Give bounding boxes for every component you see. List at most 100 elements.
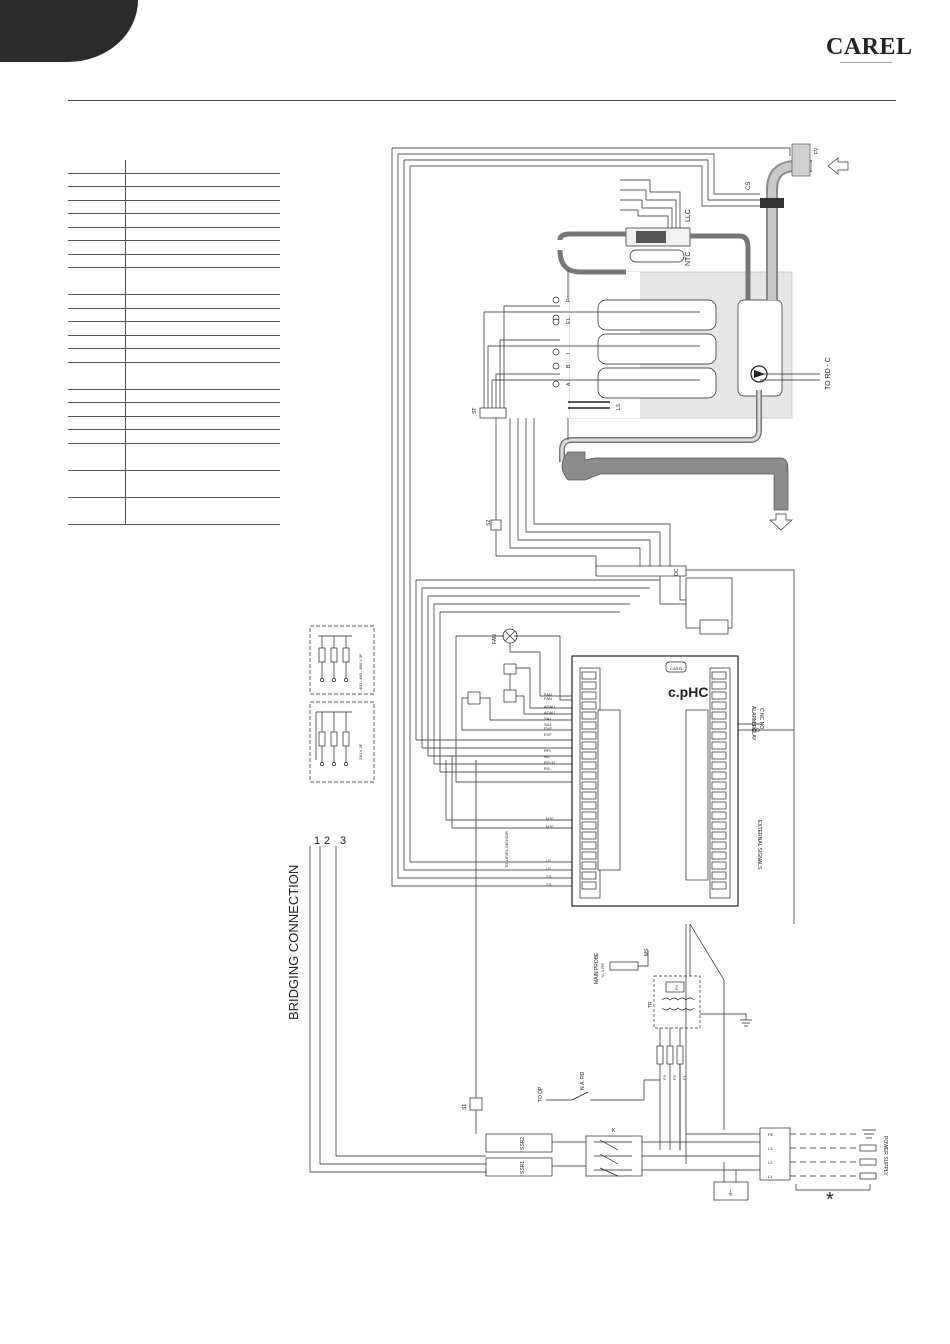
legend-row	[68, 389, 280, 403]
legend-row	[68, 308, 280, 322]
brand-logo: CAREL	[826, 34, 913, 60]
legend-row	[68, 497, 280, 525]
legend-row	[68, 349, 280, 363]
controller-pin-label: CS	[546, 882, 552, 887]
legend-row	[68, 214, 280, 228]
electrode-label: I	[566, 353, 572, 354]
fuse	[656, 1045, 664, 1065]
controller-pin-label: RFI	[544, 748, 550, 753]
mains-terminal-block	[759, 1127, 791, 1181]
electrode-terminal	[552, 296, 560, 304]
label-main-probe-range: +/- 1 RS	[600, 963, 605, 978]
ssr1-relay	[485, 1157, 553, 1177]
label-llc: LLC	[685, 209, 692, 222]
st-terminal-block	[479, 407, 507, 419]
mains-terminal-label: L1	[768, 1174, 773, 1179]
bridging-terminal-3: 3	[340, 835, 346, 847]
label-f4: F4	[674, 985, 679, 990]
label-fan: FAN	[492, 634, 498, 644]
label-to-dp: TO DP	[538, 1086, 544, 1102]
electrode-label: B	[566, 364, 572, 368]
label-d: D	[752, 722, 756, 728]
label-oc: OC	[674, 568, 680, 576]
fuse-label: F3	[662, 1075, 667, 1080]
electrode-chamber-2	[597, 333, 717, 365]
controller-pin-label: ADAU	[544, 704, 555, 709]
controller-pin-label: SA1	[544, 716, 552, 721]
label-ssr2: SSR2	[520, 1137, 526, 1150]
oc-terminal-strip	[595, 565, 687, 577]
bridging-terminal-1: 1	[314, 835, 320, 847]
label-to-rd-c: TO RD - C	[825, 357, 832, 390]
label-alarm-relay: ALARM RELAY	[750, 706, 756, 741]
electrode-chamber-3	[597, 367, 717, 399]
bridging-title: BRIDGING CONNECTION	[286, 865, 301, 1020]
label-c-nc-no: C NC NO	[758, 708, 764, 729]
controller-pin-label: SA1	[544, 722, 552, 727]
transformer-tr	[653, 975, 701, 1029]
label-power-supply: POWER SUPPLY	[882, 1136, 888, 1176]
fuse	[666, 1045, 674, 1065]
water-inlet-arrow-icon	[827, 157, 849, 175]
label-external-signals: EXTERNAL SIGNALS	[756, 820, 762, 870]
power-meter	[713, 1181, 749, 1201]
controller-pin-label: NTC	[546, 816, 554, 821]
mains-terminal-label: L2	[768, 1160, 773, 1165]
label-ntc-top: NTC	[685, 252, 692, 266]
legend-row	[68, 227, 280, 241]
controller-pin-label: FAN	[544, 696, 552, 701]
brand-underline	[840, 62, 892, 63]
s1-switch	[469, 1097, 483, 1111]
controller-pin-label: CS	[546, 874, 552, 879]
legend-row	[68, 403, 280, 417]
controller-badge: CAREL	[670, 666, 684, 671]
controller-pin-label: RS+H	[544, 760, 555, 765]
mains-terminal-label: PE	[768, 1132, 774, 1137]
electrode-terminal	[552, 362, 560, 370]
label-asterisk: *	[826, 1189, 834, 1211]
electrode-label: F	[566, 299, 572, 302]
legend-row	[68, 268, 280, 295]
header-rule	[68, 100, 896, 101]
label-go: GO	[752, 728, 760, 734]
legend-row	[68, 160, 280, 174]
controller-pin-label: LS	[546, 866, 551, 871]
controller-pin-label: LS	[546, 858, 551, 863]
electrode-terminals	[552, 296, 560, 388]
controller-pin-label: FAN	[544, 692, 552, 697]
legend-row	[68, 241, 280, 255]
drain-channel	[561, 451, 789, 511]
fuse-label: F1	[682, 1075, 687, 1080]
label-config-230v: 230 V 3F	[358, 743, 363, 760]
electrode-label: A	[566, 382, 572, 386]
controller-pin-label: RS-	[544, 766, 552, 771]
ssr2-relay	[485, 1133, 553, 1153]
label-s2: S2	[486, 520, 492, 526]
config-400v-box	[309, 625, 375, 695]
label-tr: TR	[648, 1001, 654, 1008]
label-st: ST	[472, 408, 478, 414]
label-na-rd: N.A. RD	[580, 1071, 586, 1090]
legend-row	[68, 187, 280, 201]
legend-row	[68, 416, 280, 430]
legend-row	[68, 362, 280, 390]
electrode-label: E	[566, 320, 572, 324]
ntc-sensor	[629, 249, 685, 263]
legend-row	[68, 335, 280, 349]
label-s1: S1	[462, 1104, 468, 1110]
electrode-terminal	[552, 380, 560, 388]
label-config-400v: 400 - 460 - 690 V 3F	[358, 653, 363, 690]
legend-row	[68, 443, 280, 471]
config-230v-box	[309, 701, 375, 783]
controller-pin-label: NTC	[546, 824, 554, 829]
legend-row	[68, 470, 280, 498]
controller-pin-label: EVF	[544, 732, 552, 737]
electrode-chamber-1	[597, 299, 717, 331]
label-sensor-note: TO LEVEL SENSOR	[504, 831, 509, 868]
drain-outlet-arrow-icon	[769, 513, 793, 531]
label-cs-top: CS	[746, 182, 752, 190]
power-meter-symbol: ⏚	[727, 1189, 734, 1197]
fuse-label: F2	[672, 1075, 677, 1080]
electrode-terminal	[552, 318, 560, 326]
